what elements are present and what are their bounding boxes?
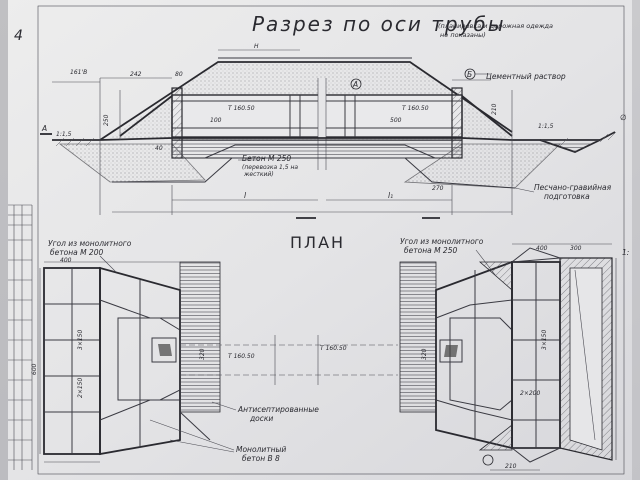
pipe-label-left: T 160.50 [228,105,255,112]
gravel-label: Песчано-гравийная [534,183,612,192]
svg-text:300: 300 [570,245,582,252]
svg-text:250: 250 [103,114,110,126]
svg-text:А: А [41,124,47,133]
svg-text:40: 40 [155,145,163,152]
svg-text:400: 400 [60,257,72,264]
svg-text:1:1,5: 1:1,5 [538,123,554,130]
plan-left-wall-label: Угол из монолитного [48,239,132,248]
corner-mark: 4 [14,28,23,44]
svg-text:бетона М 200: бетона М 200 [50,248,103,257]
dim-l1: l₁ [388,191,393,200]
concrete-label: Бетон М 250 [242,154,291,163]
cement-label: Цементный раствор [486,72,566,81]
svg-text:бетон В 8: бетон В 8 [242,454,280,463]
svg-text:500: 500 [390,117,402,124]
section-callouts: Цементный раствор Бетон М 250 (перевозка… [238,72,612,201]
svg-text:320: 320 [421,348,428,360]
svg-text:бетона М 250: бетона М 250 [404,246,457,255]
svg-text:100: 100 [210,117,222,124]
monolith-label: Монолитный [236,445,286,454]
marker-b: Б [467,70,472,79]
section-subtitle: (планировка и дорожная одежда [438,22,553,30]
dim-l: l [244,191,247,200]
svg-text:T 160.50: T 160.50 [320,345,347,352]
svg-text:1:1,5: 1:1,5 [56,131,72,138]
svg-text:Н: Н [254,43,259,50]
svg-text:270: 270 [432,185,444,192]
svg-text:3×150: 3×150 [77,330,84,350]
pipe-label-right: T 160.50 [402,105,429,112]
drawing-frame [37,5,625,475]
svg-text:доски: доски [249,414,273,423]
svg-text:2×150: 2×150 [77,378,84,398]
svg-text:не показаны): не показаны) [440,31,486,39]
marker-a: А [352,80,358,89]
side-table [8,204,33,470]
svg-text:3×150: 3×150 [541,330,548,350]
svg-text:400: 400 [536,245,548,252]
svg-text:жесткий): жесткий) [243,171,274,178]
svg-text:600: 600 [31,363,38,375]
longitudinal-section: А Б T 160.50 T 160.50 Н 242 80 161'В 250… [40,43,617,219]
svg-text:242: 242 [130,71,142,78]
plan-title: ПЛАН [290,233,345,252]
svg-text:1:: 1: [622,248,629,257]
svg-text:210: 210 [491,103,498,115]
svg-text:подготовка: подготовка [544,192,590,201]
svg-text:2×200: 2×200 [520,390,540,397]
section-title: Разрез по оси трубы [252,12,506,36]
plan-right: 320 3×150 2×200 400 300 210 [399,243,617,471]
svg-text:(перевозка 1,5 на: (перевозка 1,5 на [242,164,298,171]
svg-text:320: 320 [199,348,206,360]
svg-text:210: 210 [505,463,517,470]
antiseptic-label: Антисептированные [237,405,319,414]
svg-text:80: 80 [175,71,183,78]
plan-right-wall-label: Угол из монолитного [400,237,484,246]
plan-left: T 160.50 T 160.50 3×150 2×150 600 320 40… [31,257,398,463]
svg-text:T 160.50: T 160.50 [228,353,255,360]
svg-text:∅: ∅ [620,113,627,122]
svg-text:161'В: 161'В [70,69,87,76]
